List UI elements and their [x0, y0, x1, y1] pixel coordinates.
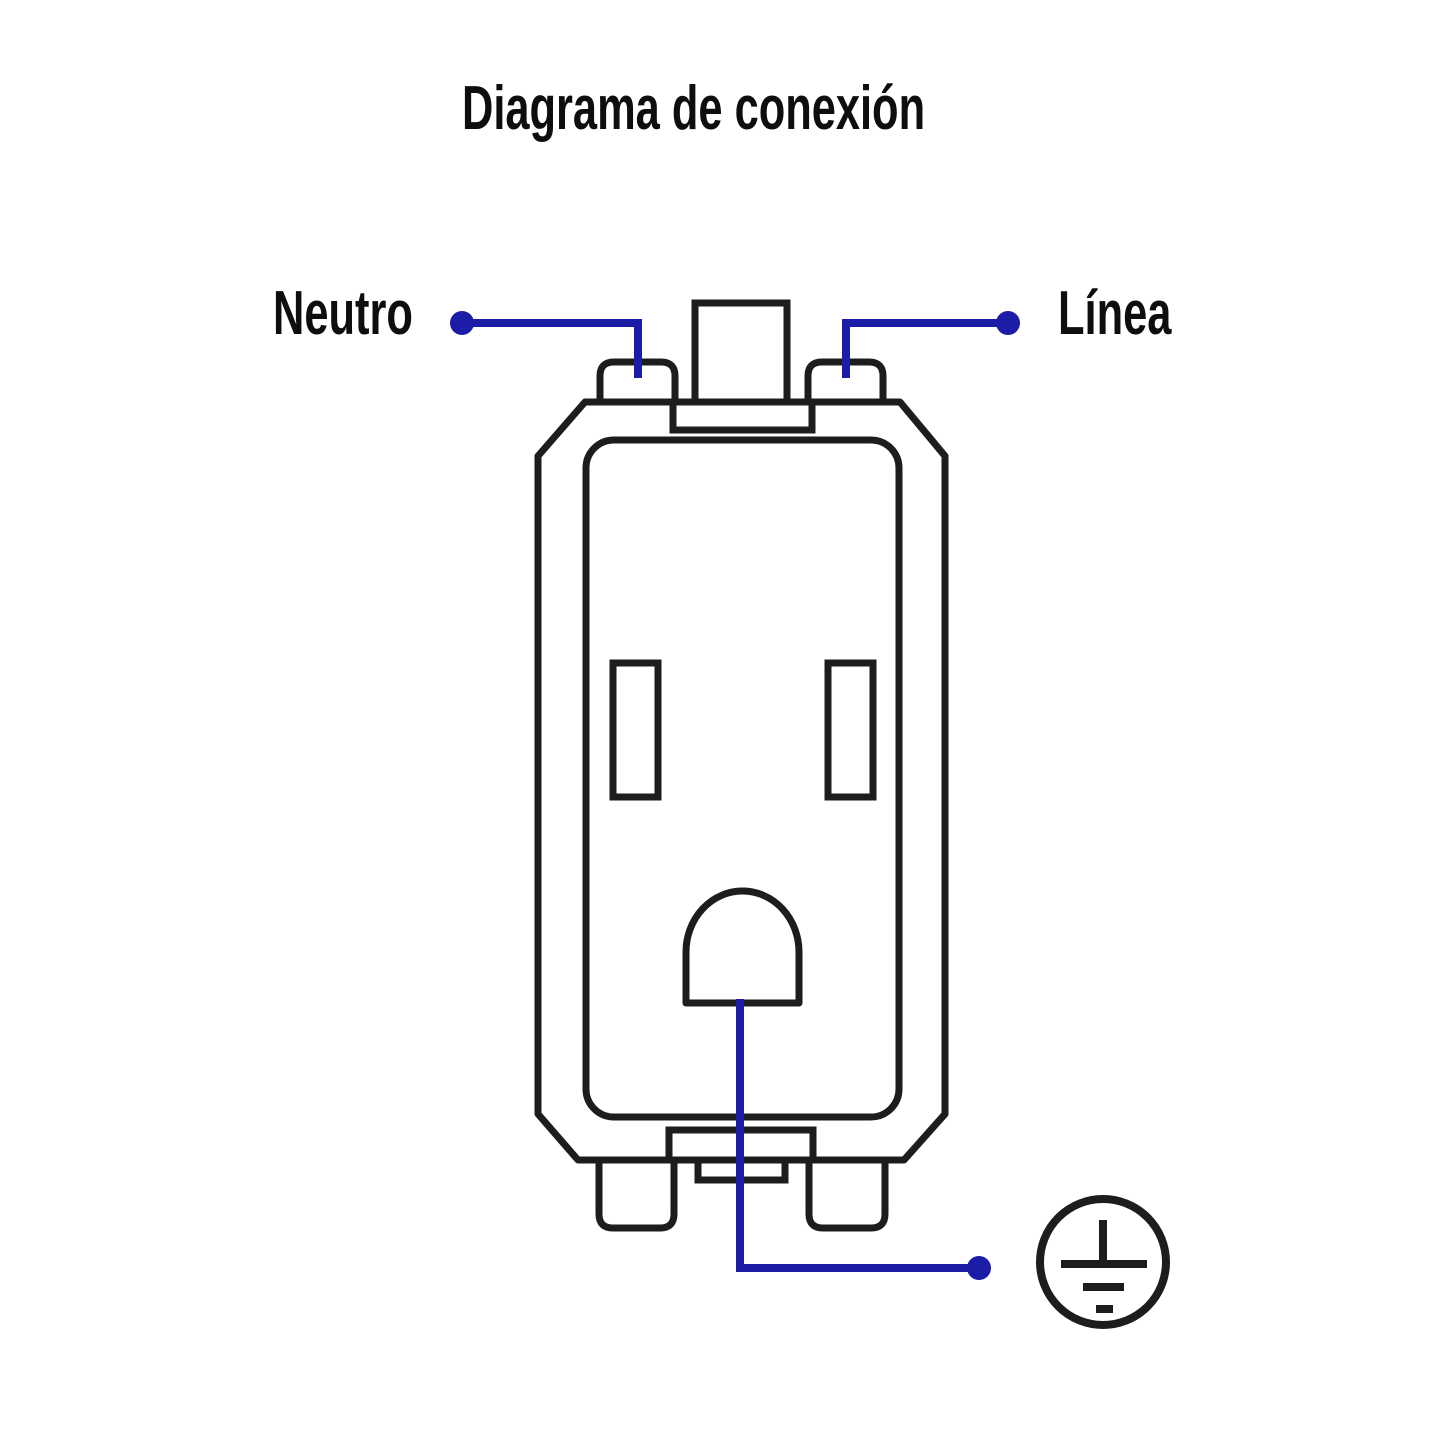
line-wire — [842, 319, 1008, 378]
page-title: Diagrama de conexión — [462, 78, 1124, 140]
line-label: Línea — [1058, 283, 1220, 345]
line-slot — [824, 659, 877, 801]
neutral-wire — [462, 319, 642, 378]
bottom-left-terminal-screw — [595, 1160, 678, 1232]
ground-hole — [682, 887, 803, 1007]
top-mounting-tab — [691, 299, 791, 402]
ground-wire — [736, 999, 979, 1272]
line-connection-dot — [996, 311, 1020, 335]
line-label-text: Línea — [1058, 279, 1172, 348]
neutral-label-text: Neutro — [273, 279, 413, 348]
neutral-connection-dot — [450, 311, 474, 335]
page-title-text: Diagrama de conexión — [462, 74, 926, 143]
neutral-label: Neutro — [273, 283, 473, 345]
ground-connection-dot — [967, 1256, 991, 1280]
top-notch — [669, 402, 816, 434]
bottom-right-terminal-screw — [805, 1160, 889, 1232]
neutral-slot — [609, 659, 662, 801]
ground-icon — [1036, 1195, 1170, 1329]
ground-icon-circle — [1036, 1195, 1170, 1329]
outlet-body-outline — [534, 398, 949, 1164]
